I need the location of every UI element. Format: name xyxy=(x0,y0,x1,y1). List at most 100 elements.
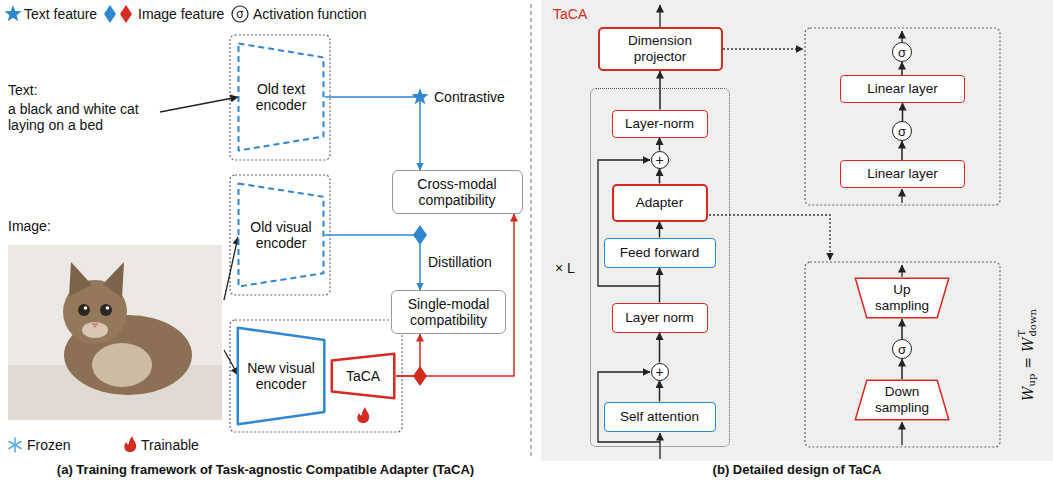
module-group xyxy=(230,28,1000,447)
module-group xyxy=(230,320,402,432)
formula-script: Tdown xyxy=(1017,309,1038,336)
repeat-group: × LLayer-norm+AdapterFeed forwardLayer n… xyxy=(590,88,730,447)
activation-circle: σ xyxy=(892,339,912,359)
panel-ground xyxy=(541,0,1053,461)
cat-photo xyxy=(8,245,222,420)
connector xyxy=(325,235,420,290)
node-text: Cross-modal compatibility xyxy=(399,176,515,208)
node-text: Linear layer xyxy=(867,81,938,97)
input-arrow xyxy=(659,5,660,27)
formula-part: up xyxy=(1026,374,1037,387)
connector xyxy=(901,359,903,379)
adapter-module: TaCA xyxy=(330,352,396,400)
snowflake-icon xyxy=(9,442,21,449)
input-arrow xyxy=(901,31,902,42)
attention-box: Self attention xyxy=(604,402,716,432)
norm-box: Layer norm xyxy=(612,303,708,333)
encoder-shape: Old visual encoder xyxy=(237,182,325,288)
node-text: σ xyxy=(898,343,906,356)
formula-part: down xyxy=(1027,309,1038,336)
label-text: σ xyxy=(236,8,243,20)
module-group xyxy=(805,28,1000,205)
input-arrow xyxy=(901,189,902,203)
node-text: + xyxy=(655,153,663,167)
panel-divider xyxy=(530,4,531,456)
image-feature-diamond xyxy=(413,366,427,386)
encoder-shape: Old text encoder xyxy=(237,42,325,152)
shape-outline xyxy=(239,184,324,287)
detail-panel: TaCADimension projector× LLayer-norm+Ada… xyxy=(541,0,1053,461)
cat-photo xyxy=(100,304,112,316)
legend-text: Image feature xyxy=(138,6,224,22)
add-circle: + xyxy=(651,151,669,169)
legend-text: Frozen xyxy=(27,437,71,453)
shape-outline xyxy=(238,328,324,425)
legend-star xyxy=(4,5,21,21)
node-text: Linear layer xyxy=(867,166,938,182)
connector xyxy=(325,97,420,170)
label-text: a black and white cat laying on a bed xyxy=(8,101,163,133)
connector xyxy=(901,141,903,160)
cat-photo xyxy=(91,323,99,328)
shape-outline xyxy=(855,380,949,420)
node-text: Self attention xyxy=(620,409,699,425)
add-circle: + xyxy=(651,363,669,381)
caption-text: (b) Detailed design of TaCA xyxy=(541,463,1053,478)
connector xyxy=(901,62,903,75)
input-arrow xyxy=(160,97,238,112)
activation-circle: σ xyxy=(892,121,912,141)
formula-part: = xyxy=(1019,357,1035,369)
node-text: Down sampling xyxy=(870,384,934,415)
linear-box: Linear layer xyxy=(840,160,965,188)
legend-text: Text feature xyxy=(24,6,97,22)
cat-photo xyxy=(69,262,92,296)
connector xyxy=(396,334,420,376)
cat-photo xyxy=(103,262,124,298)
node-text: Dimension projector xyxy=(606,33,714,64)
loss-box: Single-modal compatibility xyxy=(391,290,506,334)
label-text: Image: xyxy=(8,218,51,234)
label-text: Text: xyxy=(8,82,38,98)
node-text: σ xyxy=(898,125,906,138)
norm-box: Layer-norm xyxy=(612,110,708,138)
module-group xyxy=(230,35,330,160)
node-text: Old visual encoder xyxy=(245,219,317,251)
input-arrow xyxy=(224,350,238,375)
label-text: Distillation xyxy=(428,254,492,270)
legend-diamond xyxy=(104,5,116,23)
connector xyxy=(659,169,661,184)
panel-divider xyxy=(531,4,532,456)
panel-ground xyxy=(541,0,1053,461)
cat-photo xyxy=(64,315,192,395)
detail-pointer xyxy=(709,215,830,260)
text-feature-star xyxy=(411,88,428,104)
node-text: Single-modal compatibility xyxy=(399,296,499,328)
input-arrow xyxy=(224,237,238,300)
snowflake-icon xyxy=(9,442,21,449)
linear-box: Linear layer xyxy=(840,75,965,103)
sampling-box: Up sampling xyxy=(854,277,950,319)
legend-circle xyxy=(232,6,248,22)
cat-photo xyxy=(78,304,90,316)
input-arrow xyxy=(160,5,902,459)
shape-outline xyxy=(239,44,324,151)
legend-diamond xyxy=(104,5,132,23)
cat-photo xyxy=(92,343,152,387)
node-text: Layer norm xyxy=(625,310,693,326)
legend-text: Trainable xyxy=(141,437,199,453)
node-text: Feed forward xyxy=(620,245,700,261)
node-text: σ xyxy=(898,46,906,59)
legend-diamond xyxy=(120,5,132,23)
activation-circle: σ xyxy=(892,42,912,62)
detail-pointer xyxy=(709,49,830,260)
cat-photo xyxy=(84,306,88,310)
sampling-box: Down sampling xyxy=(854,379,950,421)
input-arrow xyxy=(659,433,660,459)
fire-icon xyxy=(124,436,136,452)
connector xyxy=(901,319,903,339)
label-text: Contrastive xyxy=(434,89,505,105)
connector xyxy=(902,103,904,121)
formula-part: W xyxy=(1019,338,1035,352)
formula-part: W xyxy=(1019,387,1035,401)
panel-title: TaCA xyxy=(553,6,587,22)
